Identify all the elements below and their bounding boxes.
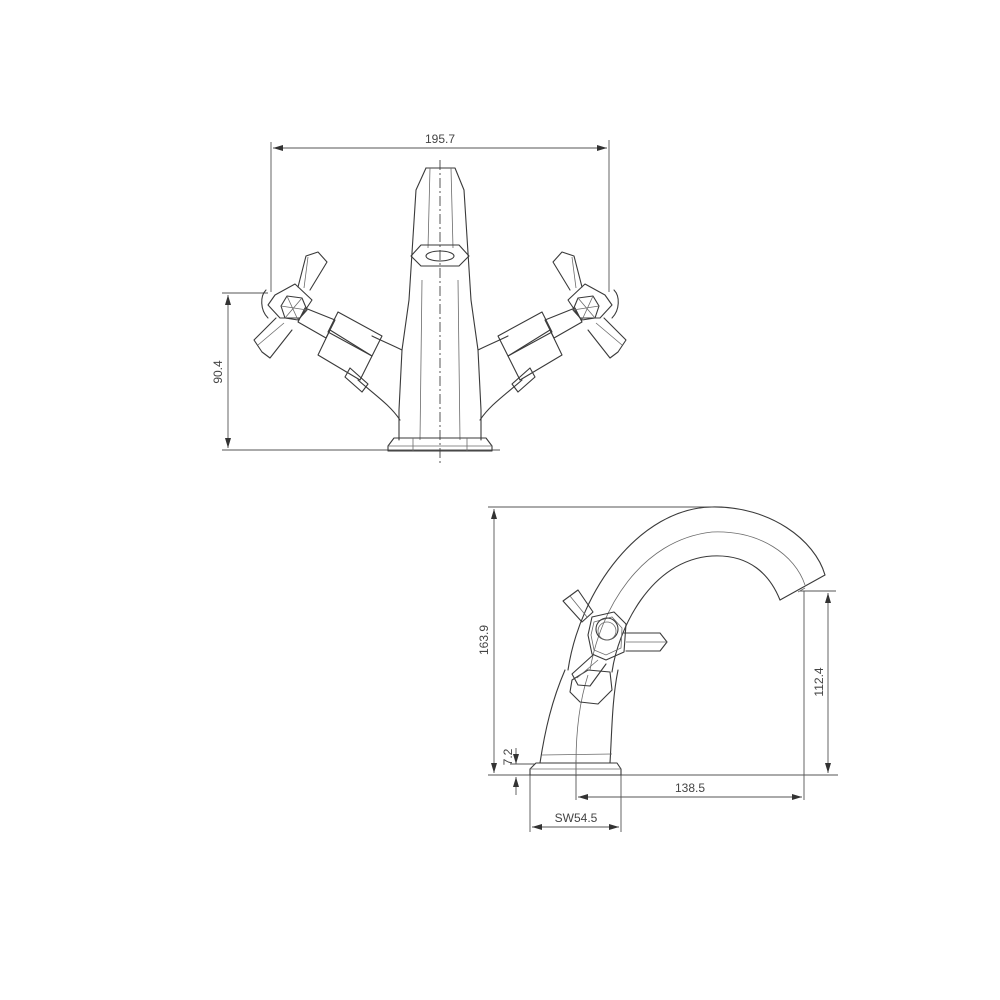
dimension-label-spout-reach: 138.5: [675, 781, 705, 795]
front-view: 195.7 90.4: [211, 132, 627, 465]
dimension-spout-height: 112.4: [800, 590, 836, 773]
side-body: [539, 669, 619, 764]
side-view: 163.9 112.4 7.2 138.5 SW: [477, 506, 838, 832]
side-spout: [567, 506, 826, 673]
front-right-cross-handle: [552, 251, 627, 359]
dimension-label-base-thickness: 7.2: [501, 748, 515, 765]
side-cross-handle: [562, 589, 668, 687]
front-base: [387, 437, 493, 452]
dimension-overall-width: 195.7: [270, 132, 610, 292]
dimension-label-base-width: SW54.5: [555, 811, 598, 825]
dimension-spout-reach: 138.5: [575, 591, 805, 800]
dimension-handle-height: 90.4: [211, 292, 500, 451]
dimension-label-spout-height: 112.4: [812, 667, 826, 696]
dimension-label-width: 195.7: [425, 132, 455, 146]
side-base: [529, 762, 622, 776]
dimension-label-handle-height: 90.4: [211, 360, 225, 384]
front-right-valve-arm: [477, 307, 583, 421]
front-left-valve-arm: [297, 307, 403, 421]
dimension-label-overall-height: 163.9: [477, 625, 491, 655]
front-left-cross-handle: [253, 251, 328, 359]
dimension-base-thickness: 7.2: [501, 748, 535, 795]
dimension-overall-height: 163.9: [477, 506, 722, 773]
front-spout-body: [398, 167, 482, 441]
dimension-base-width: SW54.5: [529, 770, 622, 832]
